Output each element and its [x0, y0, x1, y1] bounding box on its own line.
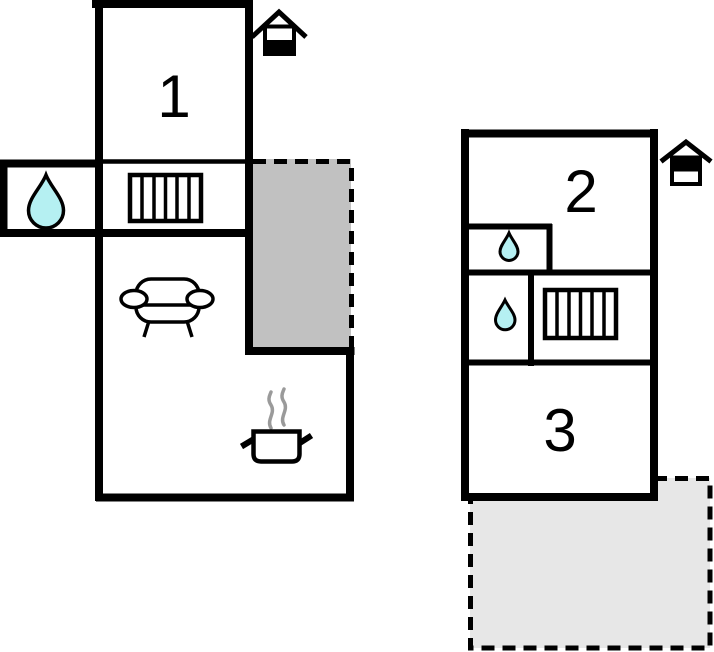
first-floor-walls: [461, 129, 658, 501]
terrace-dashed-border: [253, 159, 354, 347]
stairs-icon: [542, 287, 619, 341]
water-drop-icon: [498, 229, 520, 262]
room-2-label: 2: [564, 158, 597, 225]
terrace-area: [253, 159, 351, 347]
first-floor-inner-walls: [469, 223, 650, 366]
terrace-area: [470, 478, 710, 648]
first-floor-plan: 2 3: [461, 129, 713, 651]
terrace-dashed-border: [468, 476, 713, 651]
house-level-first-icon: [659, 138, 713, 186]
cooking-pot-icon: [239, 387, 314, 464]
house-level-ground-icon: [250, 8, 308, 56]
stairs-icon: [127, 172, 204, 224]
room-1-label: 1: [157, 63, 190, 130]
sofa-icon: [119, 277, 215, 338]
ground-floor-plan: 1: [0, 0, 355, 502]
room-3-label: 3: [543, 397, 576, 464]
water-drop-icon: [493, 296, 517, 332]
ground-floor-walls: [0, 0, 355, 502]
steam-lines: [267, 387, 288, 430]
water-drop-icon: [26, 170, 66, 230]
